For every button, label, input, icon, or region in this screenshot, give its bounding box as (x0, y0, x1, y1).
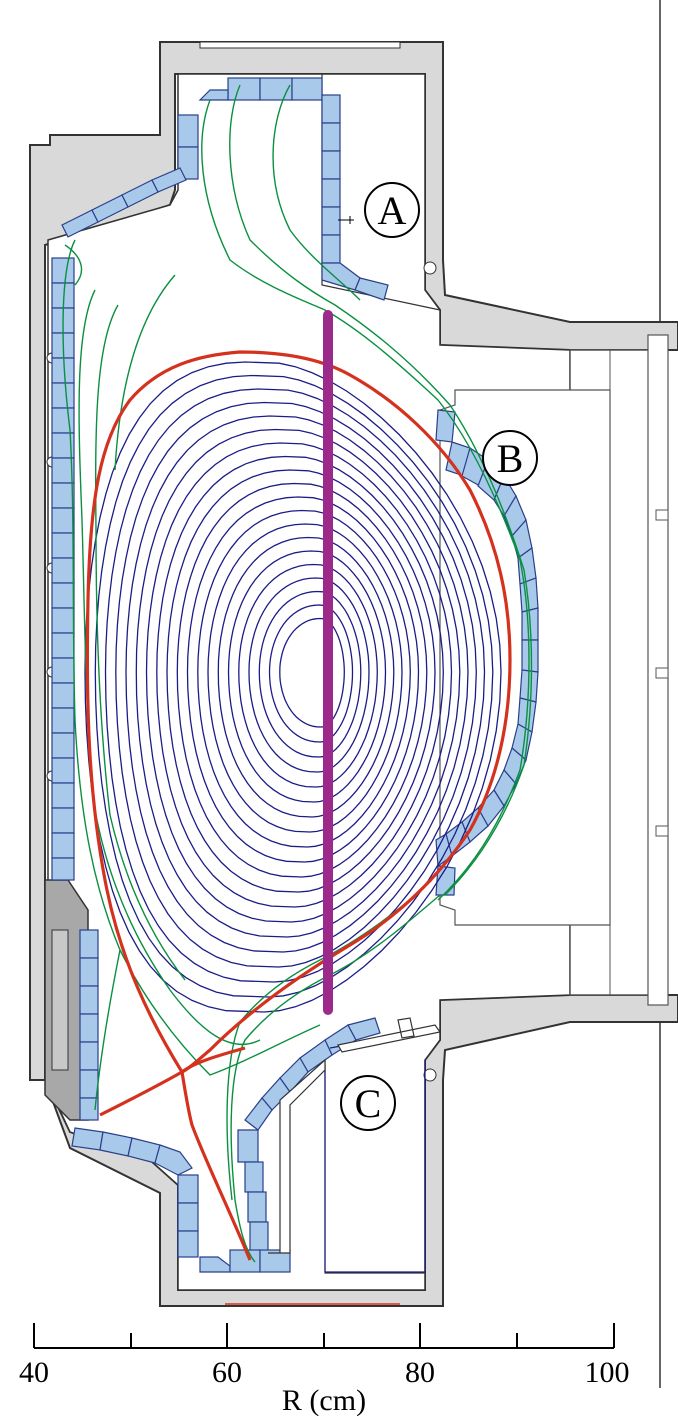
open-field-lines (62, 84, 533, 1263)
tick-label-60: 60 (212, 1356, 242, 1389)
right-port-tab-1 (655, 509, 669, 521)
closed-flux-surfaces (84, 361, 502, 1013)
lower-left-coil (44, 879, 89, 1121)
divertor-c-bracket (337, 1017, 442, 1053)
label-a: A (364, 182, 420, 238)
flux-surface (176, 482, 428, 878)
marker-a-tick (338, 216, 354, 224)
flux-surface (268, 604, 354, 743)
flux-surface (145, 442, 453, 923)
right-port-tab-3 (655, 825, 669, 837)
coil-inner (51, 929, 69, 1071)
flux-surface (227, 550, 387, 803)
top-port-notch (199, 41, 401, 49)
separatrix (85, 350, 512, 1261)
label-b: B (482, 430, 538, 486)
tick-label-40: 40 (19, 1356, 49, 1389)
flux-surface (104, 388, 486, 983)
flux-surface (186, 496, 420, 863)
tick-label-100: 100 (585, 1356, 630, 1389)
flux-surface (248, 577, 370, 773)
label-a-text: A (378, 188, 407, 233)
tick-label-80: 80 (405, 1356, 435, 1389)
vacuum-vessel (29, 0, 678, 1388)
label-c-text: C (355, 1081, 382, 1126)
flux-surface (156, 455, 444, 908)
flux-surface (94, 374, 494, 998)
flux-surface (115, 401, 477, 968)
label-b-text: B (497, 436, 524, 481)
flux-surface (135, 428, 461, 938)
protection-tiles (51, 77, 539, 1273)
flux-surface (166, 469, 436, 893)
lower-baffle (268, 1058, 326, 1254)
r-axis (33, 1323, 615, 1349)
flux-surface (207, 523, 403, 833)
flux-surface (238, 563, 378, 788)
right-port-tab-2 (655, 667, 669, 679)
flux-surface (84, 361, 502, 1013)
axis-title: R (cm) (282, 1384, 366, 1416)
flux-surface (258, 590, 362, 758)
flux-surface (217, 536, 395, 818)
flux-surface (125, 415, 469, 953)
label-c: C (340, 1075, 396, 1131)
flux-surface (197, 509, 411, 848)
